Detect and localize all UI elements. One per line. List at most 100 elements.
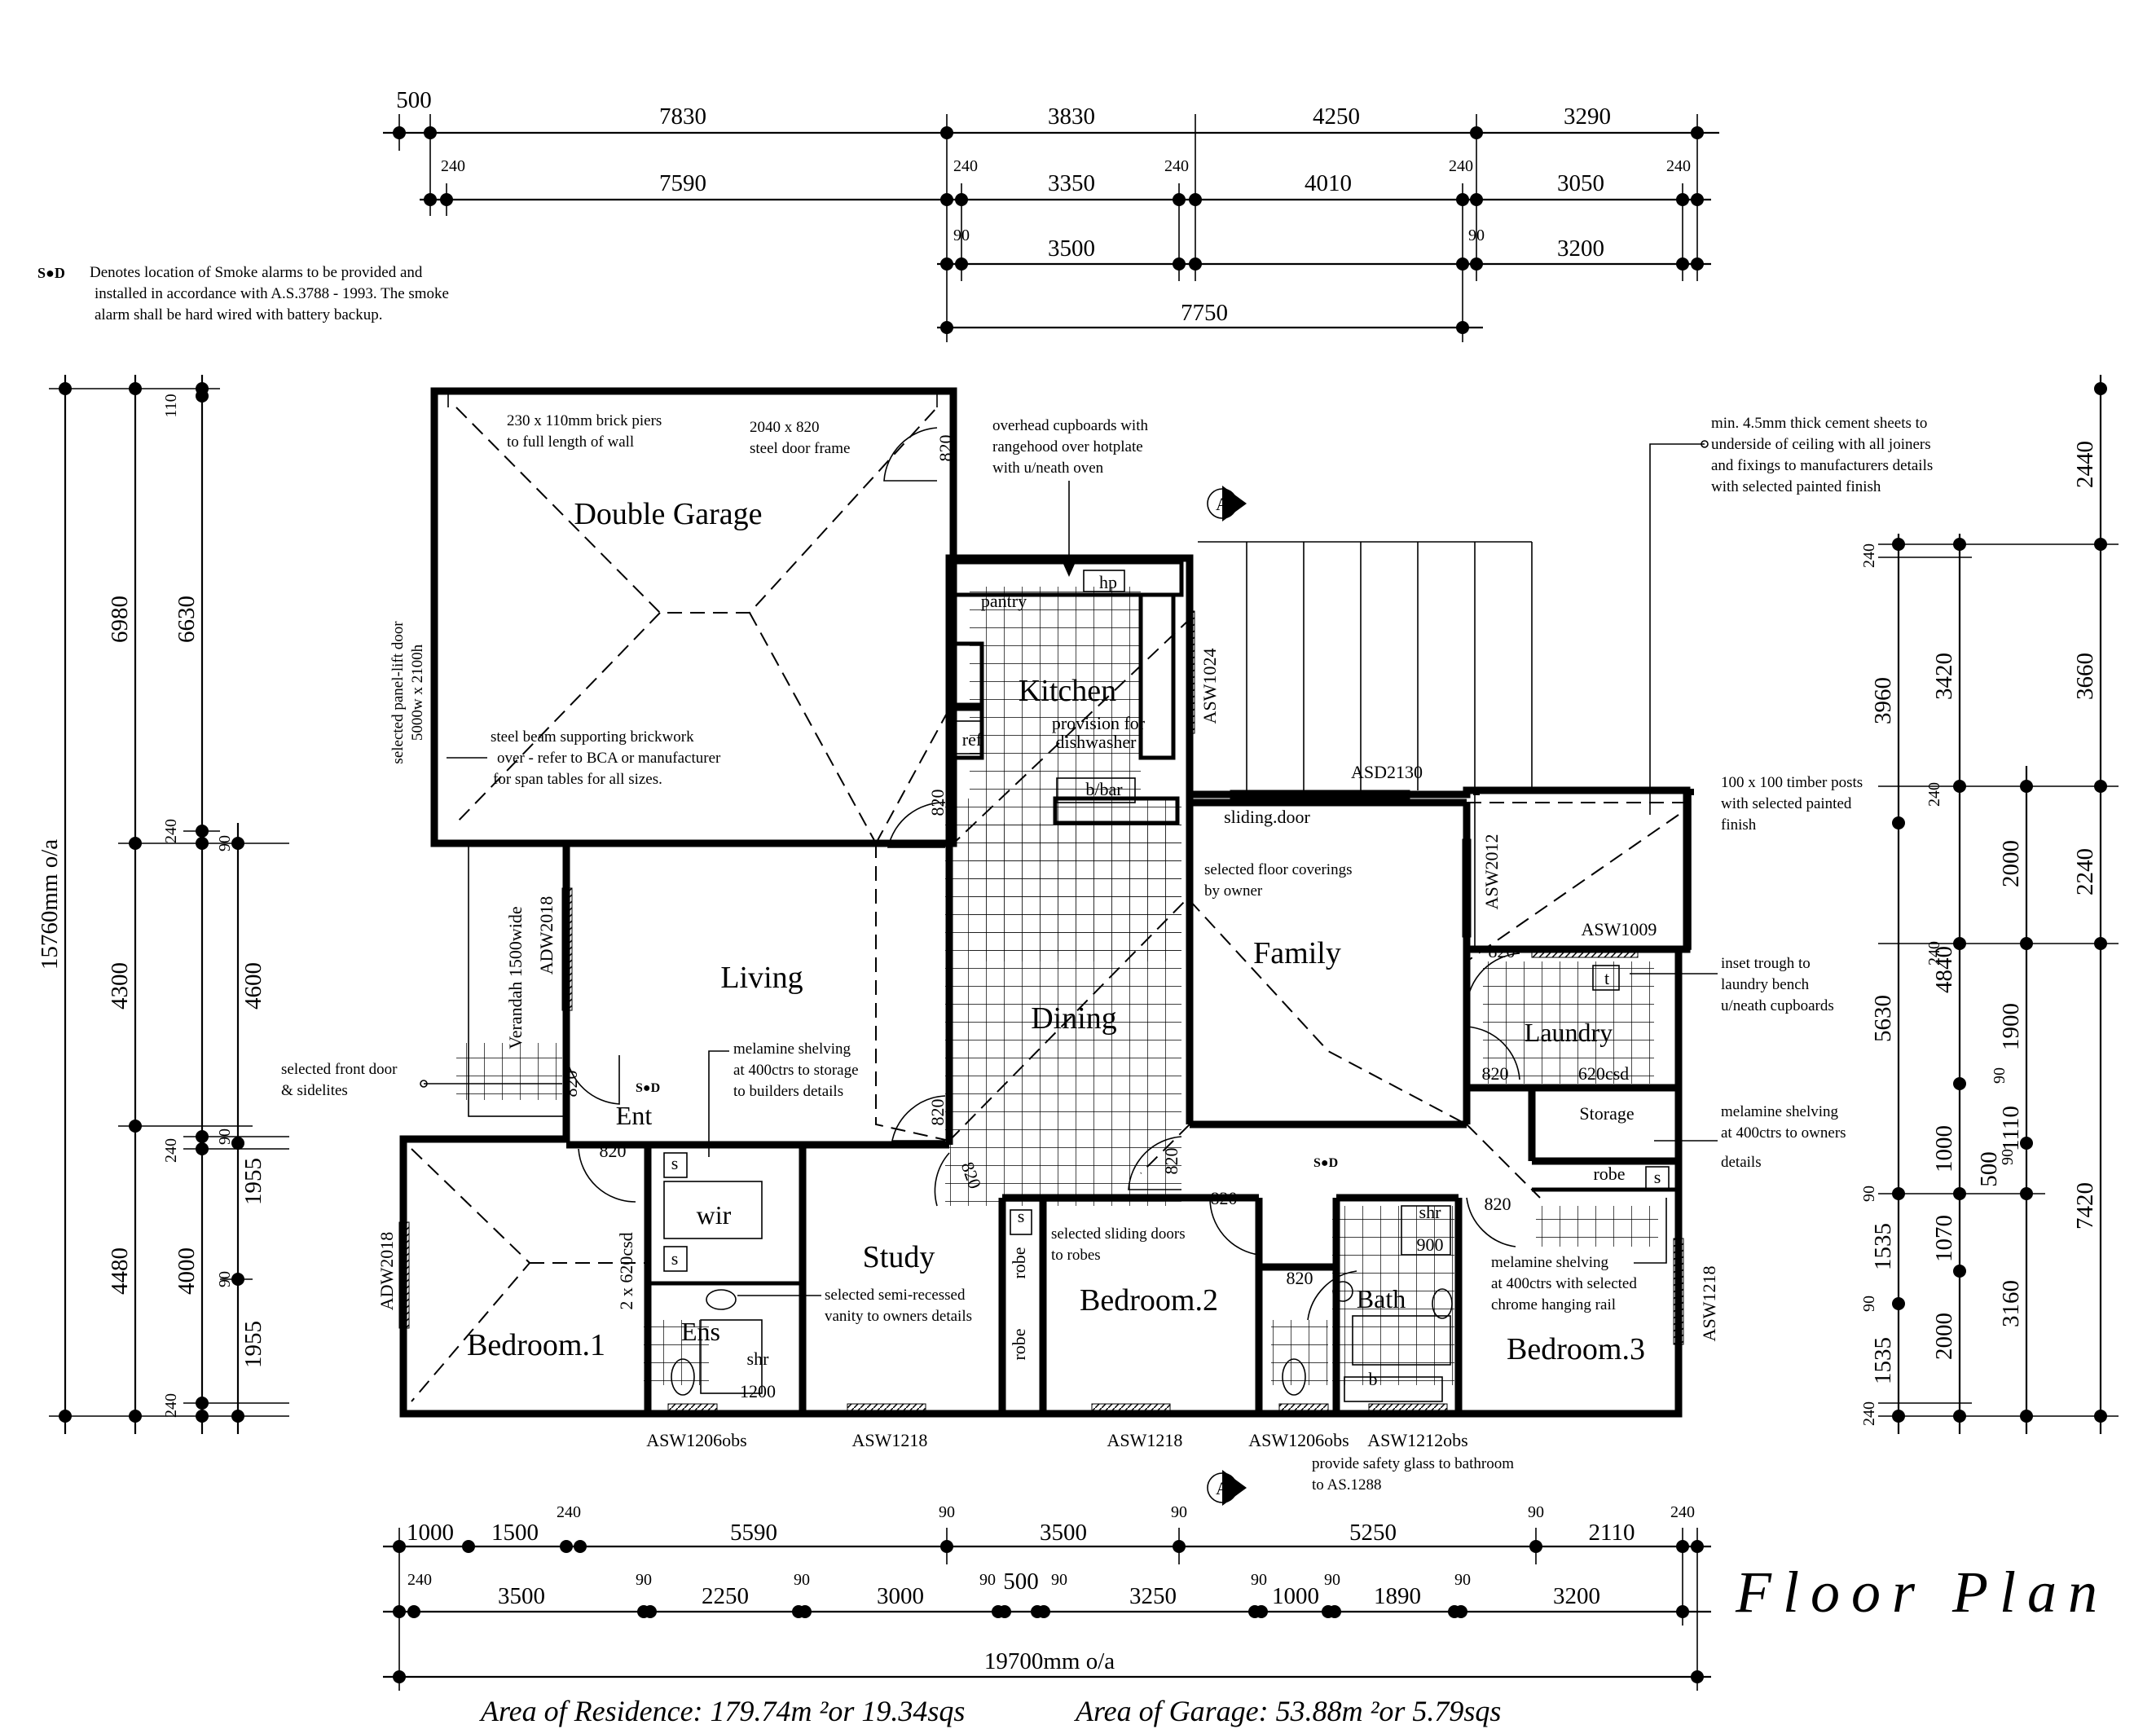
svg-text:dishwasher: dishwasher — [1056, 732, 1137, 752]
svg-text:melamine shelving: melamine shelving — [1491, 1254, 1609, 1271]
svg-text:3500: 3500 — [1048, 235, 1095, 262]
room-bedroom-2: Bedroom.2 — [1080, 1283, 1218, 1318]
dim-overall-width: 19700mm o/a — [984, 1648, 1115, 1674]
svg-text:3050: 3050 — [1557, 170, 1604, 196]
svg-text:s: s — [671, 1248, 679, 1269]
svg-text:steel beam supporting brickwor: steel beam supporting brickwork — [491, 728, 694, 746]
svg-text:s: s — [1654, 1167, 1661, 1187]
svg-text:details: details — [1721, 1154, 1762, 1171]
svg-text:ASW2012: ASW2012 — [1481, 834, 1502, 910]
svg-text:820: 820 — [927, 1099, 948, 1126]
room-living: Living — [720, 961, 803, 995]
room-double-garage: Double Garage — [574, 497, 762, 531]
svg-text:240: 240 — [407, 1571, 432, 1589]
svg-text:900: 900 — [1417, 1234, 1444, 1255]
construction-notes: 230 x 110mm brick piers to full length o… — [281, 412, 1933, 1494]
svg-text:2250: 2250 — [702, 1583, 749, 1609]
svg-text:Denotes location of Smoke alar: Denotes location of Smoke alarms to be p… — [90, 264, 423, 281]
room-kitchen: Kitchen — [1019, 674, 1116, 708]
sliding-door-label: sliding.door — [1224, 807, 1310, 827]
svg-text:240: 240 — [953, 157, 978, 175]
svg-text:1070: 1070 — [1931, 1215, 1957, 1262]
svg-text:finish: finish — [1721, 816, 1757, 834]
svg-text:90: 90 — [1999, 1149, 2017, 1165]
svg-text:2000: 2000 — [1998, 840, 2024, 887]
svg-text:820: 820 — [1161, 1148, 1181, 1175]
svg-text:90: 90 — [1860, 1186, 1878, 1202]
svg-text:over - refer to BCA or manufac: over - refer to BCA or manufacturer — [497, 750, 721, 767]
svg-text:240: 240 — [1666, 157, 1691, 175]
svg-text:230 x 110mm brick piers: 230 x 110mm brick piers — [507, 412, 662, 429]
svg-text:110: 110 — [162, 394, 180, 417]
svg-text:s: s — [671, 1153, 679, 1173]
svg-text:inset trough to: inset trough to — [1721, 955, 1811, 972]
svg-text:robe: robe — [1009, 1328, 1029, 1360]
svg-text:with selected painted: with selected painted — [1721, 795, 1852, 812]
svg-text:2 x 620csd: 2 x 620csd — [616, 1232, 636, 1309]
svg-text:3660: 3660 — [2072, 653, 2098, 700]
svg-text:3200: 3200 — [1557, 235, 1604, 262]
svg-text:pantry: pantry — [981, 591, 1027, 611]
svg-text:240: 240 — [1860, 1401, 1878, 1426]
svg-text:to AS.1288: to AS.1288 — [1312, 1476, 1382, 1494]
svg-text:at 400ctrs with selected: at 400ctrs with selected — [1491, 1275, 1637, 1292]
svg-text:vanity to owners details: vanity to owners details — [825, 1308, 972, 1325]
svg-text:4480: 4480 — [107, 1247, 133, 1295]
svg-text:1955: 1955 — [240, 1321, 266, 1368]
svg-text:for span tables for all sizes.: for span tables for all sizes. — [493, 771, 662, 788]
svg-text:4840: 4840 — [1931, 946, 1957, 993]
svg-text:6630: 6630 — [174, 596, 200, 643]
svg-text:5000w x 2100h: 5000w x 2100h — [409, 644, 426, 741]
dim-left-overall: 15760mm o/a — [37, 839, 63, 970]
svg-text:ASW1218: ASW1218 — [852, 1430, 928, 1450]
section-marker-a-bottom: A — [1216, 1478, 1229, 1498]
bottom-dimensions: 1000 1500 240 5590 90 3500 90 5250 90 21… — [383, 1503, 1711, 1691]
smoke-alarm-hall: S●D — [1313, 1156, 1338, 1170]
svg-text:& sidelites: & sidelites — [281, 1082, 348, 1099]
svg-text:500: 500 — [1976, 1151, 2002, 1187]
building — [398, 387, 1694, 1418]
room-ent: Ent — [616, 1101, 653, 1130]
svg-text:820: 820 — [1482, 1063, 1509, 1084]
svg-text:90: 90 — [1468, 227, 1485, 244]
svg-text:chrome hanging rail: chrome hanging rail — [1491, 1296, 1616, 1313]
svg-text:3420: 3420 — [1931, 653, 1957, 700]
svg-text:laundry bench: laundry bench — [1721, 976, 1810, 993]
svg-text:90: 90 — [1528, 1503, 1544, 1521]
room-bath: Bath — [1357, 1284, 1406, 1313]
svg-text:1000: 1000 — [1931, 1125, 1957, 1172]
room-bedroom-3: Bedroom.3 — [1507, 1332, 1645, 1366]
svg-text:selected panel-lift door: selected panel-lift door — [389, 621, 407, 764]
smoke-alarm-ent: S●D — [636, 1081, 660, 1095]
svg-text:90: 90 — [636, 1571, 652, 1589]
svg-text:820: 820 — [935, 435, 956, 462]
area-of-garage: Area of Garage: 53.88m ²or 5.79sqs — [1074, 1695, 1501, 1727]
room-family: Family — [1253, 936, 1341, 970]
svg-text:ASW1009: ASW1009 — [1582, 919, 1657, 939]
svg-text:90: 90 — [1051, 1571, 1067, 1589]
svg-text:1000: 1000 — [1272, 1583, 1319, 1609]
svg-text:with selected painted finish: with selected painted finish — [1711, 478, 1881, 495]
svg-text:820: 820 — [600, 1141, 627, 1161]
room-laundry: Laundry — [1525, 1018, 1613, 1047]
svg-text:1500: 1500 — [491, 1520, 539, 1546]
svg-text:ASW1218: ASW1218 — [1699, 1266, 1719, 1342]
svg-text:240: 240 — [1925, 782, 1943, 807]
svg-text:240: 240 — [1925, 941, 1943, 966]
svg-text:min. 4.5mm thick cement sheets: min. 4.5mm thick cement sheets to — [1711, 415, 1927, 432]
svg-text:2040 x 820: 2040 x 820 — [750, 419, 820, 436]
room-storage: Storage — [1579, 1103, 1634, 1124]
svg-text:ASW1024: ASW1024 — [1199, 649, 1220, 724]
svg-text:2110: 2110 — [1589, 1520, 1635, 1546]
svg-text:at 400ctrs to owners: at 400ctrs to owners — [1721, 1124, 1846, 1142]
smoke-alarm-legend: S●D Denotes location of Smoke alarms to … — [37, 264, 449, 323]
svg-text:90: 90 — [939, 1503, 955, 1521]
svg-text:s: s — [1018, 1206, 1025, 1226]
svg-text:4300: 4300 — [107, 962, 133, 1010]
svg-text:240: 240 — [162, 819, 180, 843]
svg-text:90: 90 — [216, 1128, 234, 1145]
svg-text:steel door frame: steel door frame — [750, 440, 850, 457]
dim-top-4250: 4250 — [1313, 103, 1360, 130]
svg-text:t: t — [1604, 968, 1609, 988]
